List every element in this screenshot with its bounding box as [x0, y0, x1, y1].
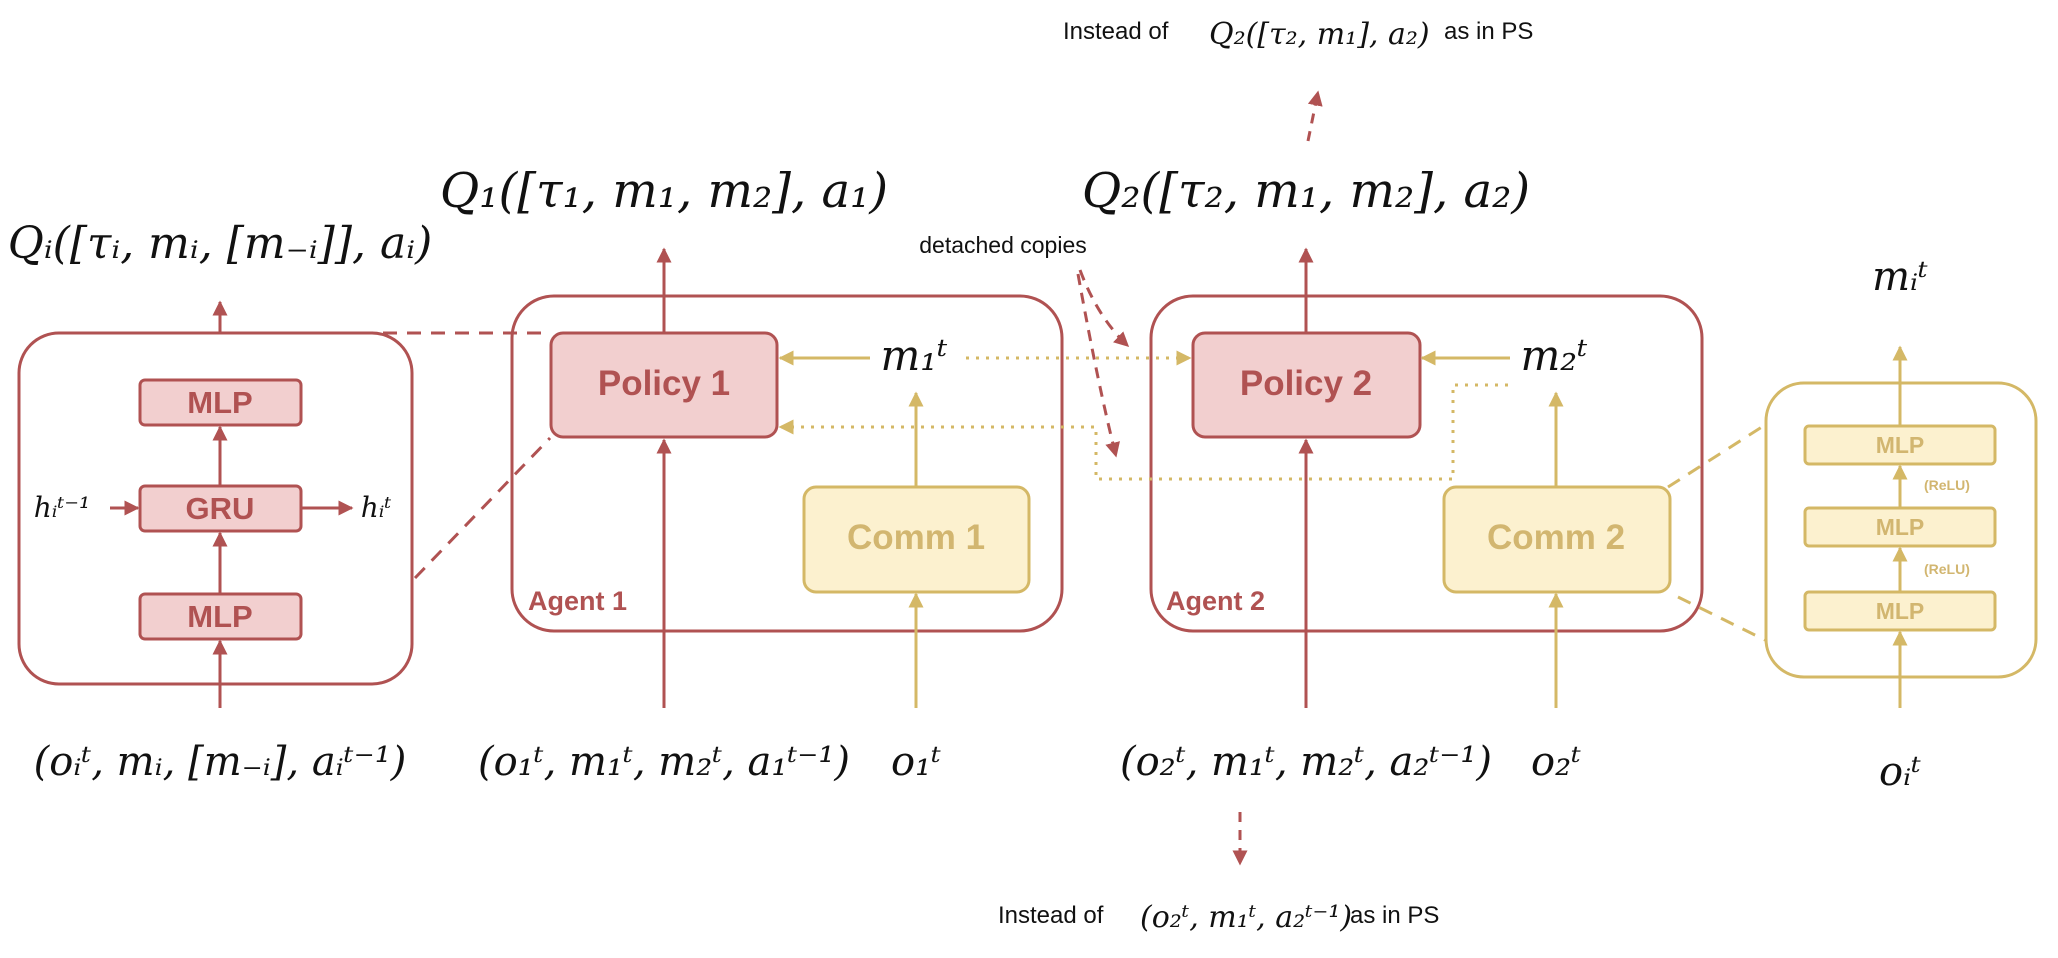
agent1-comm-input-label: o₁ᵗ	[891, 739, 941, 785]
bottom-note-math: (o₂ᵗ, m₁ᵗ, a₂ᵗ⁻¹)	[1140, 900, 1352, 935]
agent2-policy-label: Policy 2	[1240, 364, 1372, 403]
left-network-panel	[17, 331, 414, 686]
agent2-comm-label: Comm 2	[1487, 518, 1625, 557]
agent1-comm-label: Comm 1	[847, 518, 985, 557]
right-mlp-top-label: MLP	[1876, 432, 1925, 458]
left-mlp-bottom-label: MLP	[187, 599, 252, 634]
right-input-label: oᵢᵗ	[1879, 749, 1921, 795]
agent1-policy-input-label: (o₁ᵗ, m₁ᵗ, m₂ᵗ, a₁ᵗ⁻¹)	[478, 739, 850, 785]
agent2-output-label: Q₂([τ₂, m₁, m₂], a₂)	[1082, 163, 1530, 219]
agent1-message-label: m₁ᵗ	[880, 331, 947, 380]
right-zoom-connector-top	[1667, 423, 1766, 489]
top-note-prefix: Instead of	[1063, 18, 1169, 45]
left-mlp-top-box	[138, 378, 303, 427]
right-mlp-top-box	[1803, 424, 1997, 466]
left-output-label: Qᵢ([τᵢ, mᵢ, [m₋ᵢ]], aᵢ)	[8, 218, 433, 269]
right-mlp-bottom-label: MLP	[1876, 598, 1925, 624]
top-note-suffix: as in PS	[1444, 18, 1533, 45]
agent2-policy-input-label: (o₂ᵗ, m₁ᵗ, m₂ᵗ, a₂ᵗ⁻¹)	[1120, 739, 1492, 785]
right-zoom-connector-bottom	[1677, 595, 1766, 642]
right-output-label: mᵢᵗ	[1872, 254, 1928, 300]
relu-bottom-label: (ReLU)	[1924, 561, 1970, 577]
detached-pointer-arrow-2	[1076, 273, 1120, 458]
right-mlp-middle-label: MLP	[1876, 514, 1925, 540]
left-zoom-connector-bottom	[413, 436, 552, 580]
top-note-arrow	[1306, 90, 1323, 142]
left-gru-label: GRU	[186, 491, 255, 526]
detached-m2-to-policy1-line	[778, 383, 1508, 481]
agent2-panel	[1149, 294, 1704, 633]
hidden-next-label: hᵢᵗ	[361, 491, 392, 524]
agent2-comm-input-label: o₂ᵗ	[1531, 739, 1581, 785]
bottom-note-prefix: Instead of	[998, 902, 1104, 929]
bottom-note-suffix: as in PS	[1350, 902, 1439, 929]
agent1-policy-label: Policy 1	[598, 364, 730, 403]
detached-pointer-arrow-1	[1078, 269, 1130, 348]
left-input-label: (oᵢᵗ, mᵢ, [m₋ᵢ], aᵢᵗ⁻¹)	[34, 739, 407, 785]
agent2-message-label: m₂ᵗ	[1520, 331, 1587, 380]
agent1-panel	[510, 294, 1064, 633]
agent2-label: Agent 2	[1166, 586, 1265, 616]
top-note-math: Q₂([τ₂, m₁], a₂)	[1209, 17, 1430, 52]
agent1-output-label: Q₁([τ₁, m₁, m₂], a₁)	[440, 163, 888, 219]
relu-top-label: (ReLU)	[1924, 477, 1970, 493]
left-mlp-top-label: MLP	[187, 385, 252, 420]
agent1-label: Agent 1	[528, 586, 627, 616]
detached-copies-label: detached copies	[919, 232, 1087, 258]
hidden-prev-label: hᵢᵗ⁻¹	[34, 491, 91, 524]
